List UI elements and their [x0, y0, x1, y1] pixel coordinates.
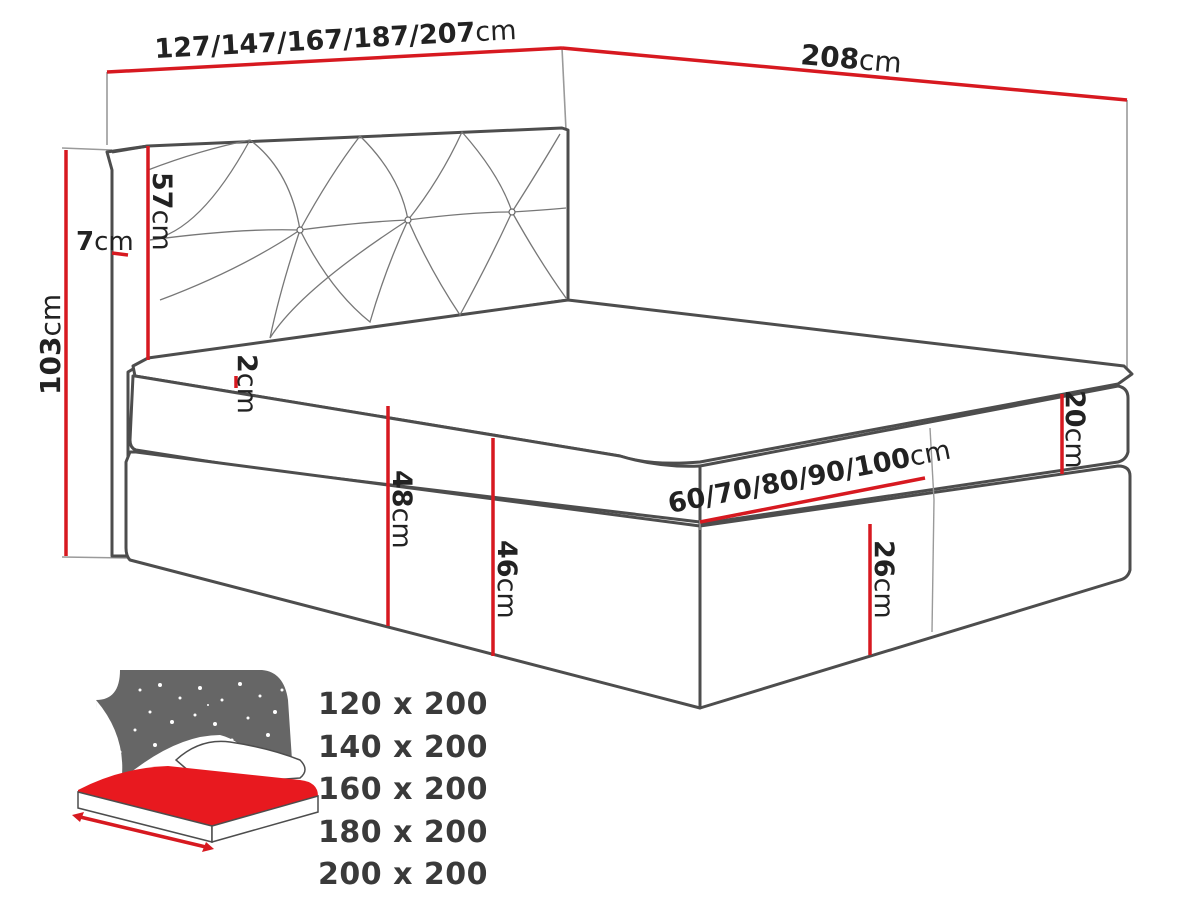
size-option: 160 x 200: [318, 772, 488, 807]
width-dimension-line: [106, 46, 563, 74]
size-arrow: [75, 814, 211, 850]
mattress-height-label: 20cm: [1059, 390, 1090, 469]
frame-height-label: 46cm: [491, 540, 522, 619]
star-icons: [118, 682, 284, 754]
mattress-side-right: [698, 384, 1130, 526]
base-right: [698, 464, 1132, 710]
bed-outline: [105, 126, 1134, 710]
extension-lines: [61, 47, 1128, 559]
night-sky-panel: [96, 670, 292, 790]
size-option: 200 x 200: [318, 857, 488, 892]
total-height-label: 103cm: [34, 294, 67, 395]
headboard-height-label: 57cm: [146, 172, 177, 251]
topper-thickness-label: 2cm: [231, 354, 262, 414]
headboard-tufting: [147, 130, 567, 339]
width-options-label: 127/147/167/187/207cm: [154, 15, 518, 65]
dimension-lines: [64, 46, 1128, 656]
size-option: 180 x 200: [318, 814, 488, 850]
mattress-width-dimension-line: [699, 476, 926, 524]
length-label: 208cm: [799, 38, 903, 80]
headboard-thickness-dimension-line: [111, 251, 129, 257]
sleeping-height-label: 48cm: [386, 470, 417, 549]
size-option: 120 x 200: [318, 687, 488, 722]
length-dimension-line: [561, 46, 1128, 102]
base-height-label: 26cm: [868, 540, 899, 619]
bed-size-icon: [72, 670, 319, 852]
bed-sizes-list: 120 x 200 140 x 200 160 x 200 180 x 200 …: [318, 684, 518, 897]
size-option: 140 x 200: [318, 729, 488, 765]
headboard-thickness-label: 7cm: [76, 227, 134, 257]
